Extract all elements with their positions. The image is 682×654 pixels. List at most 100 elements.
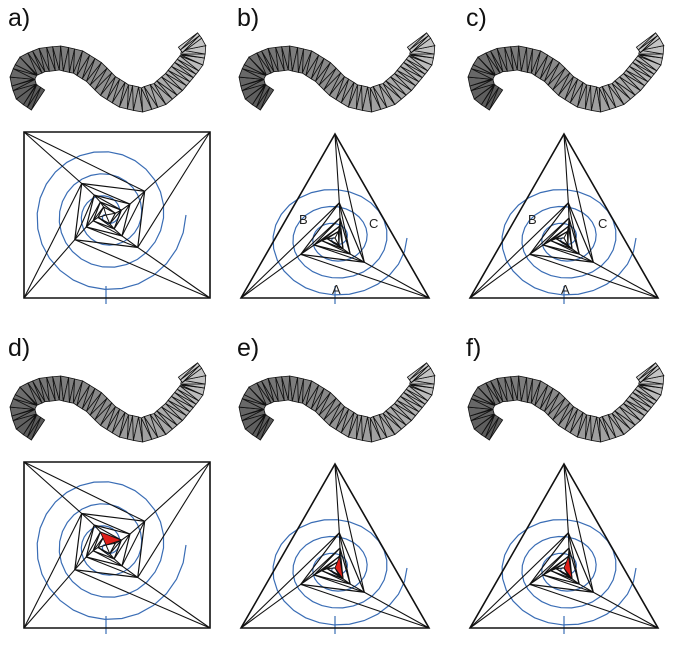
net-center-edge: [105, 212, 116, 216]
vertex-label-a: A: [332, 282, 341, 297]
net-spoke: [137, 131, 211, 248]
net-spoke: [321, 240, 351, 255]
net-ring: [468, 132, 660, 299]
net-spoke: [313, 244, 365, 263]
net-center-edge: [556, 237, 565, 240]
net-spoke: [81, 183, 95, 196]
net-spoke: [593, 261, 659, 299]
net-spoke: [23, 513, 83, 629]
strip-triangle: [177, 32, 198, 51]
net-spoke: [240, 583, 302, 629]
net-spoke: [23, 239, 76, 299]
net-spoke: [469, 583, 531, 629]
net-spoke: [321, 230, 339, 242]
strip-triangle: [406, 32, 427, 51]
net-spoke: [23, 461, 145, 522]
net-spoke: [300, 253, 430, 299]
net-spoke: [593, 591, 659, 629]
net-spoke: [338, 202, 351, 255]
panel-e: [238, 362, 436, 634]
vertex-label-b: B: [528, 212, 537, 227]
net-spoke: [529, 583, 659, 629]
net-spoke: [74, 226, 87, 241]
net-spoke: [93, 194, 122, 211]
net-spoke: [550, 240, 580, 255]
net-spoke: [81, 512, 131, 535]
net-spoke: [555, 238, 573, 250]
net-spoke: [121, 235, 139, 248]
net-spoke: [109, 209, 122, 225]
net-spoke: [567, 532, 580, 585]
net-spoke: [92, 220, 123, 237]
net-spoke: [137, 246, 211, 299]
net-ring: [541, 216, 581, 255]
net-ring: [239, 462, 431, 629]
net-spoke: [92, 550, 123, 567]
net-spoke: [338, 532, 351, 585]
net-spoke: [93, 524, 122, 541]
net-spoke: [85, 201, 101, 228]
net-spoke: [334, 463, 340, 533]
highlighted-face: [99, 531, 123, 546]
net-spoke: [113, 203, 131, 230]
net-ring: [541, 546, 581, 585]
net-spoke: [81, 513, 95, 526]
net-ring: [299, 201, 366, 263]
net-spoke: [23, 131, 83, 184]
net-spoke: [313, 225, 340, 246]
net-spoke: [144, 461, 211, 522]
net-spoke: [550, 570, 580, 585]
vertex-label-c: C: [369, 216, 378, 231]
net-spoke: [469, 532, 569, 629]
net-spoke: [567, 226, 570, 245]
strip-triangle: [406, 362, 427, 381]
net-ring: [299, 531, 366, 593]
net-spoke: [137, 461, 211, 578]
net-spoke: [74, 239, 211, 299]
panel-c-label: c): [466, 4, 487, 32]
net-spoke: [97, 217, 115, 230]
net-spoke: [364, 261, 430, 299]
net-ring: [528, 201, 595, 263]
net-spoke: [338, 226, 341, 245]
net-center-edge: [97, 214, 107, 218]
net-spoke: [97, 547, 115, 560]
net-spoke: [121, 565, 139, 578]
highlighted-face: [334, 554, 344, 580]
vertex-label-c: C: [598, 216, 607, 231]
net-spoke: [469, 253, 531, 299]
panel-f: [467, 362, 665, 634]
strip-triangle: [635, 362, 656, 381]
net-spoke: [550, 560, 568, 572]
net-spoke: [137, 576, 211, 629]
net-spoke: [563, 463, 594, 593]
net-spoke: [334, 133, 365, 263]
net-spoke: [129, 520, 146, 535]
net-spoke: [74, 524, 95, 570]
net-center-edge: [97, 544, 107, 548]
net-spoke: [113, 533, 131, 560]
net-spoke: [563, 133, 569, 203]
net-spoke: [563, 133, 594, 263]
net-spoke: [334, 463, 365, 593]
net-spoke: [364, 591, 430, 629]
net-spoke: [121, 190, 146, 237]
net-spoke: [92, 536, 105, 552]
panel-e-label: e): [237, 334, 259, 362]
net-spoke: [74, 194, 95, 240]
net-spoke: [300, 583, 430, 629]
net-spoke: [326, 568, 344, 580]
net-spoke: [321, 570, 351, 585]
net-spoke: [542, 574, 594, 593]
net-center-edge: [327, 567, 336, 570]
net-spoke: [86, 226, 138, 248]
dual-spiral: [272, 519, 408, 626]
net-spoke: [542, 225, 569, 246]
net-spoke: [300, 217, 341, 255]
net-spoke: [121, 533, 131, 541]
net-spoke: [542, 244, 594, 263]
vertex-label-b: B: [299, 212, 308, 227]
net-spoke: [81, 182, 131, 205]
